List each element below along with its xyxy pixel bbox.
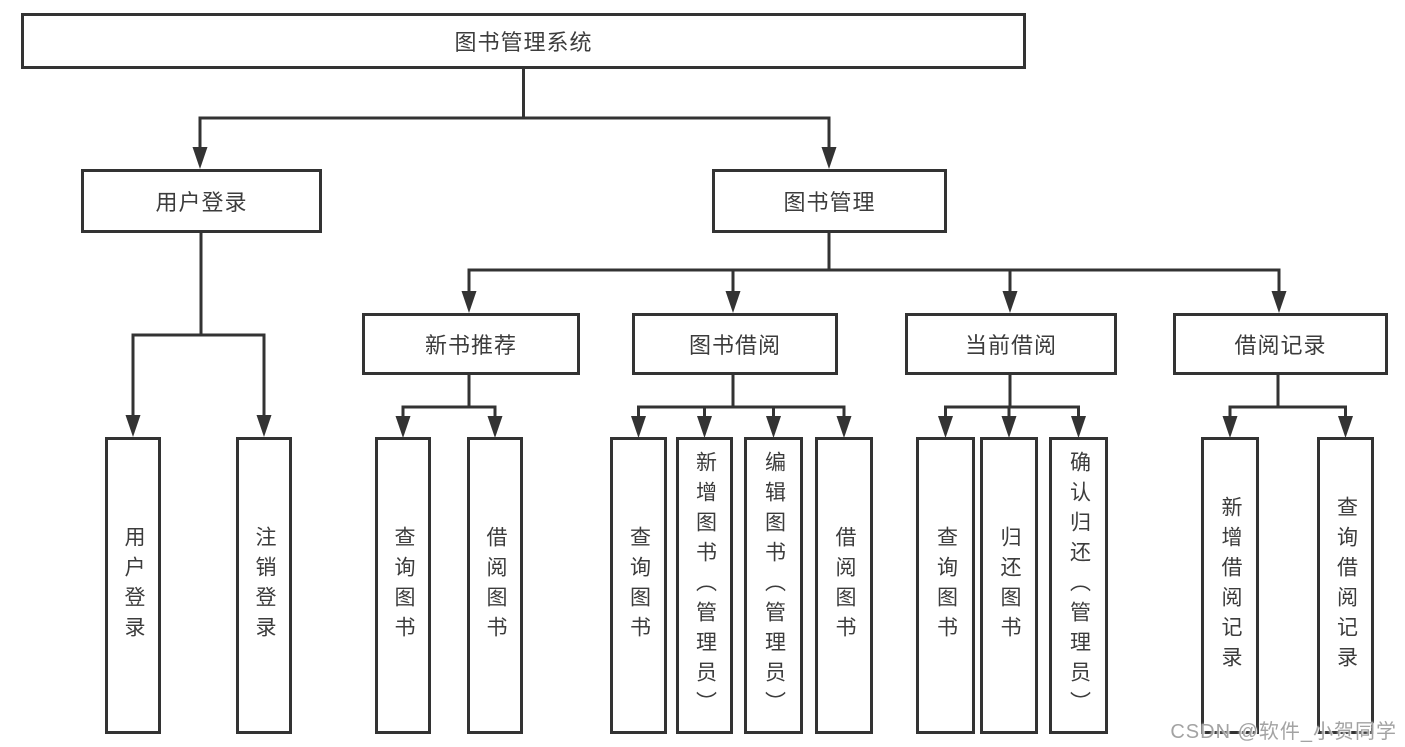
leaf-current-confirm-return-admin-label: 确认归还（管理员）	[1067, 450, 1091, 721]
leaf-newrec-borrow-books: 借阅图书	[467, 437, 523, 734]
leaf-borrow-borrow-books: 借阅图书	[815, 437, 873, 734]
leaf-current-query-books-label: 查询图书	[934, 525, 958, 646]
leaf-borrow-borrow-books-label: 借阅图书	[833, 525, 856, 646]
leaf-current-return-books: 归还图书	[980, 437, 1038, 734]
connector-borrow-to-leaves	[631, 375, 852, 438]
leaf-borrow-add-books-admin-label: 新增图书（管理员）	[693, 450, 717, 721]
leaf-records-add-record-label: 新增借阅记录	[1219, 495, 1242, 676]
leaf-current-query-books: 查询图书	[916, 437, 975, 734]
leaf-current-confirm-return-admin: 确认归还（管理员）	[1049, 437, 1108, 734]
leaf-newrec-borrow-books-label: 借阅图书	[484, 525, 507, 646]
node-new-book-recommend-label: 新书推荐	[424, 333, 517, 358]
node-borrow-records: 借阅记录	[1173, 313, 1388, 375]
node-user-login: 用户登录	[81, 169, 322, 233]
leaf-borrow-edit-books-admin: 编辑图书（管理员）	[744, 437, 803, 734]
connector-records-to-leaves	[1222, 375, 1353, 438]
leaf-records-add-record: 新增借阅记录	[1201, 437, 1259, 734]
leaf-borrow-add-books-admin: 新增图书（管理员）	[676, 437, 733, 734]
leaf-borrow-query-books: 查询图书	[610, 437, 667, 734]
node-book-borrow-label: 图书借阅	[688, 333, 781, 358]
leaf-borrow-query-books-label: 查询图书	[627, 525, 651, 646]
node-book-management-label: 图书管理	[783, 190, 876, 215]
leaf-records-query-record: 查询借阅记录	[1317, 437, 1374, 734]
connector-current-to-leaves	[938, 375, 1086, 438]
leaf-newrec-query-books: 查询图书	[375, 437, 431, 734]
leaf-logout: 注销登录	[236, 437, 292, 734]
connector-bookmgmt-to-level3	[461, 233, 1287, 313]
leaf-records-query-record-label: 查询借阅记录	[1334, 495, 1358, 676]
node-current-borrow: 当前借阅	[905, 313, 1117, 375]
node-root-label: 图书管理系统	[454, 30, 593, 55]
node-root: 图书管理系统	[21, 13, 1026, 69]
node-current-borrow-label: 当前借阅	[964, 333, 1057, 358]
node-book-management: 图书管理	[712, 169, 947, 233]
watermark: CSDN @软件_小贺同学	[1170, 721, 1397, 743]
connector-userlogin-to-leaves	[125, 233, 272, 437]
node-new-book-recommend: 新书推荐	[362, 313, 580, 375]
leaf-logout-label: 注销登录	[253, 525, 276, 646]
leaf-borrow-edit-books-admin-label: 编辑图书（管理员）	[762, 450, 786, 721]
connector-newbook-to-leaves	[395, 375, 503, 438]
leaf-current-return-books-label: 归还图书	[998, 525, 1021, 646]
leaf-newrec-query-books-label: 查询图书	[392, 525, 415, 646]
leaf-user-login-label: 用户登录	[122, 525, 145, 646]
node-borrow-records-label: 借阅记录	[1234, 333, 1327, 358]
node-user-login-label: 用户登录	[155, 190, 248, 215]
node-book-borrow: 图书借阅	[632, 313, 838, 375]
connector-root-to-level2	[192, 69, 837, 169]
leaf-user-login: 用户登录	[105, 437, 161, 734]
